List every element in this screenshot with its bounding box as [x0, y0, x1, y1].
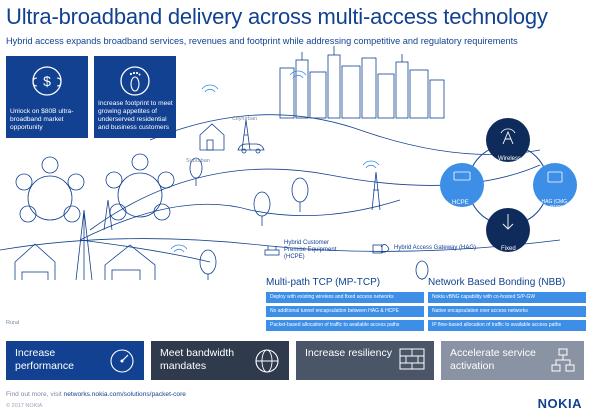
footprint-box: Increase footprint to meet growing appet… — [94, 56, 176, 138]
hag-node — [533, 163, 577, 207]
router-icon — [264, 245, 280, 255]
copyright: © 2017 NOKIA — [6, 403, 43, 409]
solutions-link[interactable]: networks.nokia.com/solutions/packet-core — [63, 391, 186, 398]
cell-towers — [103, 119, 381, 231]
legend-hag-label: Hybrid Access Gateway (HAG) — [394, 245, 477, 251]
increase-resiliency-banner: Increase resiliency — [296, 341, 434, 380]
legend-hag: Hybrid Access Gateway (HAG) — [372, 242, 476, 254]
legend-hcpe: Hybrid Customer Premise Equipment (HCPE) — [264, 240, 348, 261]
rural-label: Rural — [6, 320, 20, 326]
footprint-text: Increase footprint to meet growing appet… — [98, 100, 173, 131]
rural-houses — [14, 243, 156, 280]
suburban-houses — [199, 123, 265, 154]
wireless-label: Wireless — [498, 156, 522, 162]
device-cluster-left — [15, 156, 85, 223]
nbb-item: Native encapsulation over access network… — [428, 306, 586, 317]
device-cluster-right — [105, 153, 175, 221]
nbb-item: Nokia vBNG capability with co-hosted S/P… — [428, 292, 586, 303]
fixed-node — [486, 208, 530, 252]
footprint-icon — [120, 66, 150, 96]
mptcp-title: Multi-path TCP (MP-TCP) — [266, 277, 381, 288]
network-icon — [551, 348, 575, 372]
brick-wall-icon — [399, 348, 425, 370]
accelerate-service-banner: Accelerate service activation — [441, 341, 584, 380]
mptcp-item: Deploy with existing wireless and fixed … — [266, 292, 424, 303]
meet-bandwidth-banner: Meet bandwidth mandates — [151, 341, 289, 380]
city-skyline — [279, 46, 445, 119]
hcpe-label: HCPE — [452, 200, 469, 206]
banner-label: Increase performance — [15, 347, 74, 372]
hcpe-node — [440, 163, 484, 207]
nokia-logo: NOKIA — [537, 396, 582, 411]
legend-hcpe-label: Hybrid Customer Premise Equipment (HCPE) — [284, 240, 337, 260]
nbb-item: IP flow-based allocation of traffic to a… — [428, 320, 586, 331]
increase-performance-banner: Increase performance — [6, 341, 144, 380]
wireless-node — [486, 118, 530, 162]
find-out-text: Find out more, visit — [6, 391, 62, 398]
banner-label: Meet bandwidth mandates — [160, 347, 235, 372]
hag-label: HAG (CMG, vBNG) — [541, 199, 569, 211]
access-cycle — [440, 118, 577, 252]
page-title: Ultra-broadband delivery across multi-ac… — [6, 4, 548, 29]
banner-label: Increase resiliency — [305, 347, 392, 359]
footer-link: Find out more, visit networks.nokia.com/… — [6, 391, 186, 398]
mptcp-item: Packet-based allocation of traffic to av… — [266, 320, 424, 331]
city-label: City/urban — [232, 116, 258, 122]
globe-icon — [255, 349, 279, 373]
market-opportunity-box: $ Unlock on $80B ultra-broadband market … — [6, 56, 88, 138]
mptcp-item: No additional tunnel encapsulation betwe… — [266, 306, 424, 317]
speedometer-icon — [110, 349, 134, 373]
landscape-illustration — [0, 46, 577, 280]
nbb-title: Network Based Bonding (NBB) — [428, 277, 566, 288]
page-subtitle: Hybrid access expands broadband services… — [6, 36, 518, 46]
dollar-icon: $ — [32, 66, 62, 96]
market-opportunity-text: Unlock on $80B ultra-broadband market op… — [10, 108, 74, 131]
suburban-label: Suburban — [186, 158, 210, 164]
banner-label: Accelerate service activation — [450, 347, 536, 372]
gateway-icon — [372, 244, 390, 254]
fixed-label: Fixed — [501, 246, 516, 252]
svg-text:$: $ — [43, 73, 51, 89]
